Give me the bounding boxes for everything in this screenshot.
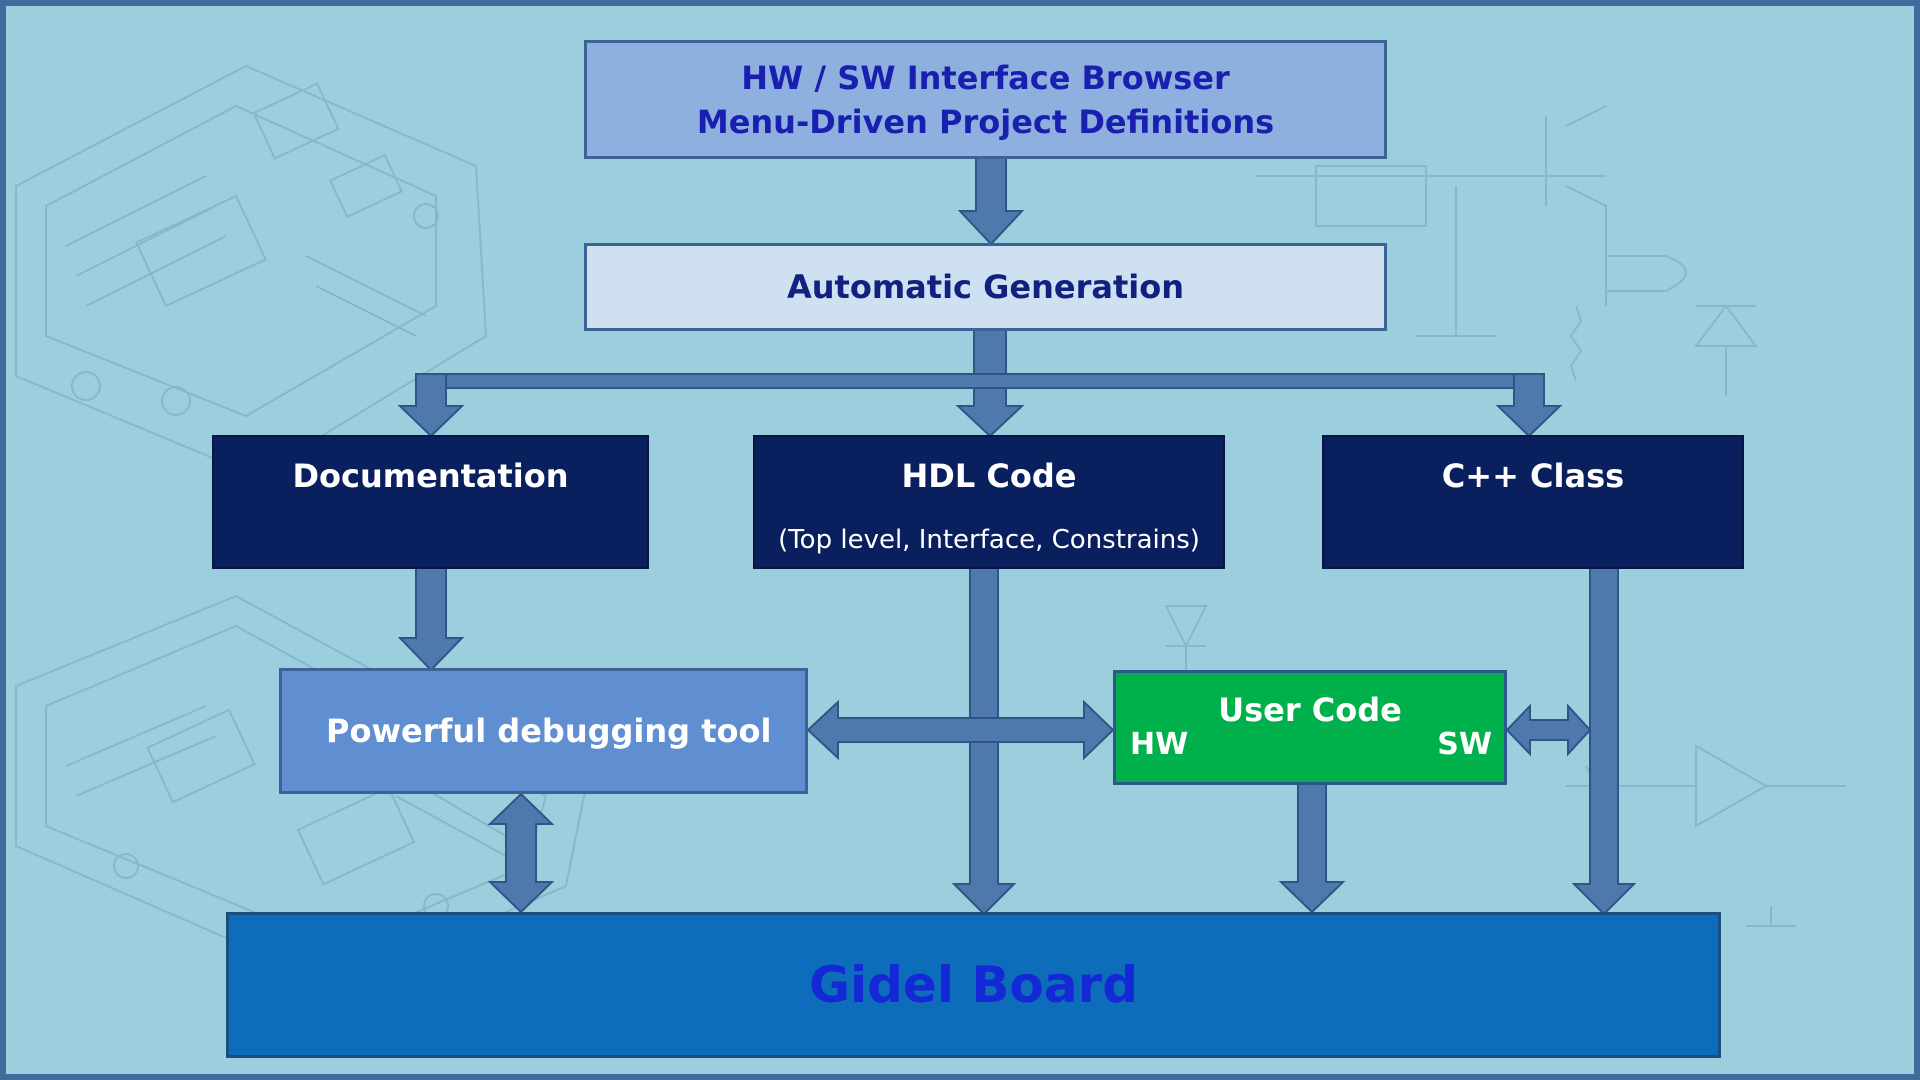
user-code-label: User Code — [1218, 691, 1402, 729]
automatic-generation-box: Automatic Generation — [584, 243, 1387, 331]
arrow-documentation-to-debugging — [397, 567, 465, 672]
user-code-sw-label: SW — [1437, 727, 1492, 762]
hdl-code-subtitle: (Top level, Interface, Constrains) — [778, 525, 1200, 555]
cpp-class-label: C++ Class — [1441, 457, 1625, 495]
automatic-generation-label: Automatic Generation — [787, 268, 1184, 306]
connector-arrows: .ar { fill: #4f78ad; stroke: #2f5485; st… — [397, 157, 1637, 916]
debugging-tool-box: Powerful debugging tool — [279, 668, 808, 794]
pcb-sketch-top-left — [15, 64, 488, 478]
documentation-box: Documentation — [212, 435, 649, 569]
cpp-class-box: C++ Class — [1322, 435, 1744, 569]
browser-title: HW / SW Interface Browser — [741, 58, 1230, 97]
gidel-board-box: Gidel Board — [226, 912, 1721, 1058]
circuit-background-decoration — [15, 64, 1846, 988]
user-code-box: User Code HW SW — [1113, 670, 1507, 785]
browser-subtitle: Menu-Driven Project Definitions — [696, 102, 1275, 141]
hw-sw-interface-browser-box: HW / SW Interface Browser Menu-Driven Pr… — [584, 40, 1387, 159]
distribution-bar — [415, 373, 1545, 389]
arrow-usercode-to-board — [1278, 783, 1346, 914]
arrow-usercode-to-cpp — [1505, 703, 1592, 757]
arrow-cpp-to-board — [1571, 567, 1637, 916]
user-code-hw-label: HW — [1130, 727, 1189, 762]
documentation-label: Documentation — [292, 457, 569, 495]
hdl-code-box: HDL Code (Top level, Interface, Constrai… — [753, 435, 1225, 569]
hdl-code-label: HDL Code — [901, 457, 1077, 495]
schematic-sketch-right — [1164, 105, 1846, 927]
arrow-debugging-to-usercode — [806, 699, 1115, 761]
arrow-autogen-to-documentation — [397, 373, 465, 438]
gidel-board-label: Gidel Board — [808, 956, 1139, 1014]
arrow-debugging-to-board — [487, 792, 555, 914]
arrow-browser-to-autogen — [957, 157, 1025, 246]
debugging-tool-label: Powerful debugging tool — [326, 712, 772, 750]
arrow-autogen-to-cpp-class — [1495, 373, 1563, 438]
